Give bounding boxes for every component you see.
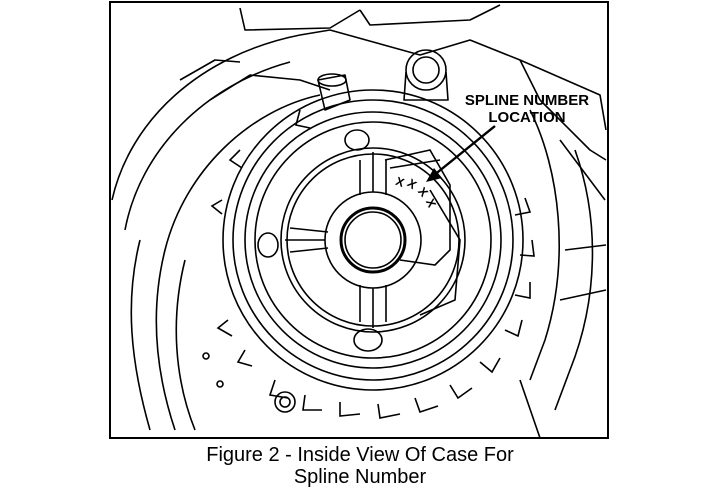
callout-line-1: SPLINE NUMBER	[464, 92, 590, 109]
caption-line-2: Spline Number	[293, 466, 427, 488]
transmission-case	[111, 4, 607, 439]
caption-line-1: Figure 2 - Inside View Of Case For	[206, 444, 514, 466]
stamp-mark: X	[394, 174, 406, 190]
clutch-drum	[202, 89, 535, 419]
picture-frame	[109, 1, 609, 439]
callout-line-2: LOCATION	[488, 109, 566, 126]
callout-label: SPLINE NUMBER LOCATION	[452, 92, 602, 126]
leader-arrow	[426, 125, 496, 182]
figure-caption: Figure 2 - Inside View Of Case For Splin…	[150, 444, 570, 488]
stamp-mark: X	[405, 176, 420, 192]
stamp-mark: X	[423, 196, 439, 209]
stamp-mark: X	[415, 184, 431, 199]
